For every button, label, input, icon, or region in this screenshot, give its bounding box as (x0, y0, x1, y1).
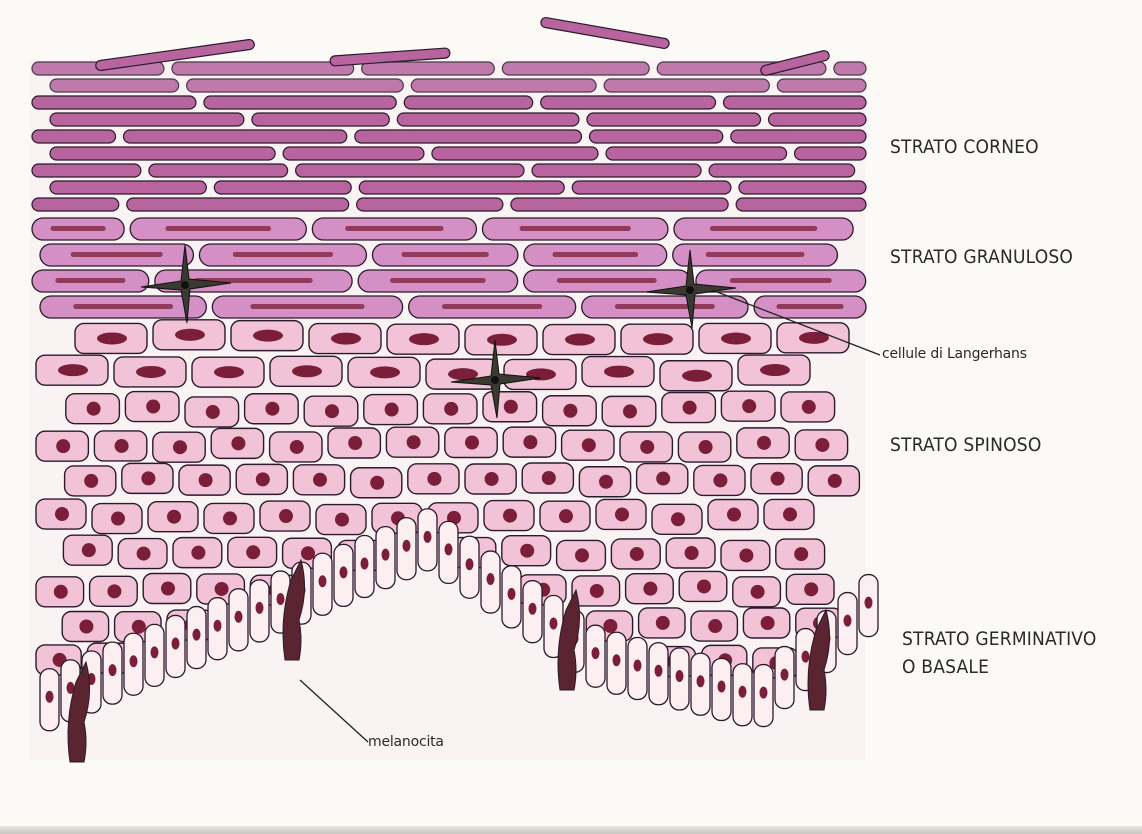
label-strato-spinoso: STRATO SPINOSO (890, 434, 1041, 456)
label-melanocita: melanocita (368, 734, 444, 750)
label-strato-granuloso: STRATO GRANULOSO (890, 246, 1073, 268)
melanocita-leader-line (300, 680, 368, 742)
label-cellule-langerhans: cellule di Langerhans (882, 346, 1027, 362)
langerhans-leader-line (712, 290, 880, 355)
label-o-basale: O BASALE (902, 656, 989, 678)
label-strato-corneo: STRATO CORNEO (890, 136, 1039, 158)
scan-edge (0, 826, 1142, 834)
label-strato-germinativo: STRATO GERMINATIVO (902, 628, 1097, 650)
